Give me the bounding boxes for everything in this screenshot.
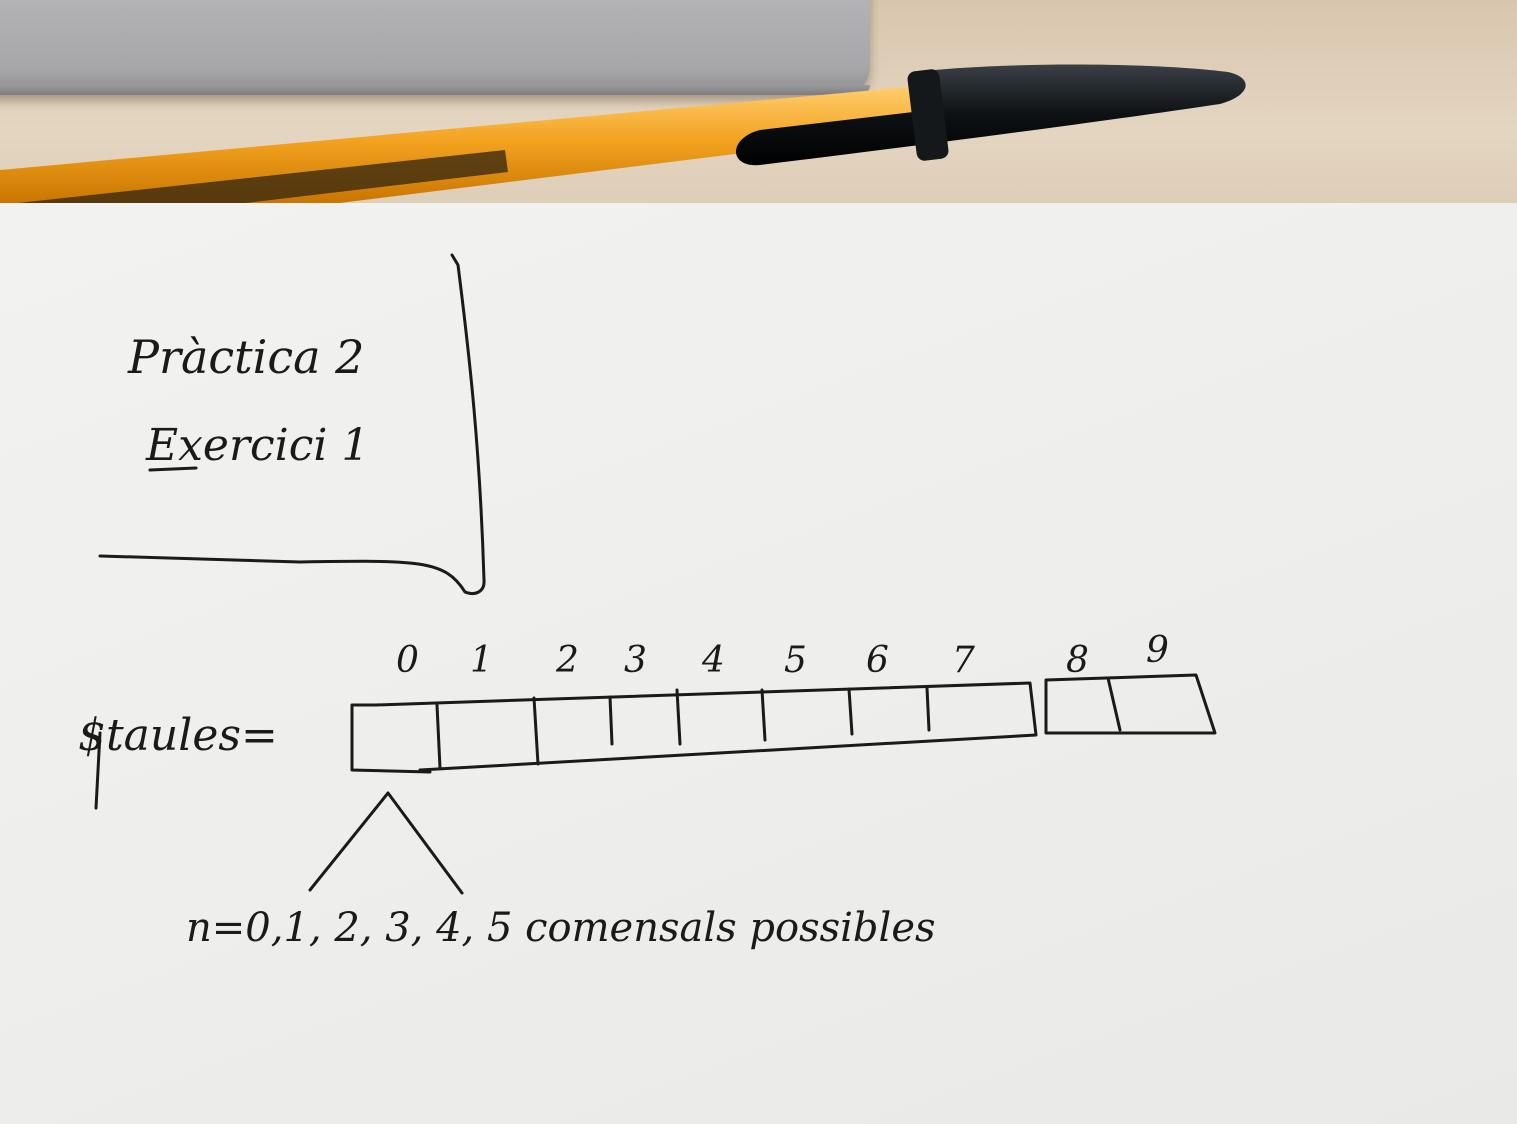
array-index: 4 [702, 640, 725, 681]
array-index: 1 [470, 640, 493, 681]
array-index: 6 [866, 640, 889, 681]
array-index: 7 [952, 640, 975, 681]
laptop [0, 0, 870, 95]
title-line-2: Exercici 1 [146, 420, 370, 471]
laptop-edge [0, 85, 870, 95]
array-index: 2 [556, 640, 579, 681]
array-index: 3 [624, 640, 647, 681]
variable-label: $taules= [78, 710, 278, 761]
array-index: 8 [1066, 640, 1089, 681]
title-line-1: Pràctica 2 [128, 330, 365, 384]
array-index: 0 [396, 640, 419, 681]
array-index: 9 [1146, 630, 1169, 671]
bottom-note: n=0,1, 2, 3, 4, 5 comensals possibles [186, 905, 936, 951]
paper-sheet [0, 203, 1517, 1124]
array-index: 5 [784, 640, 807, 681]
